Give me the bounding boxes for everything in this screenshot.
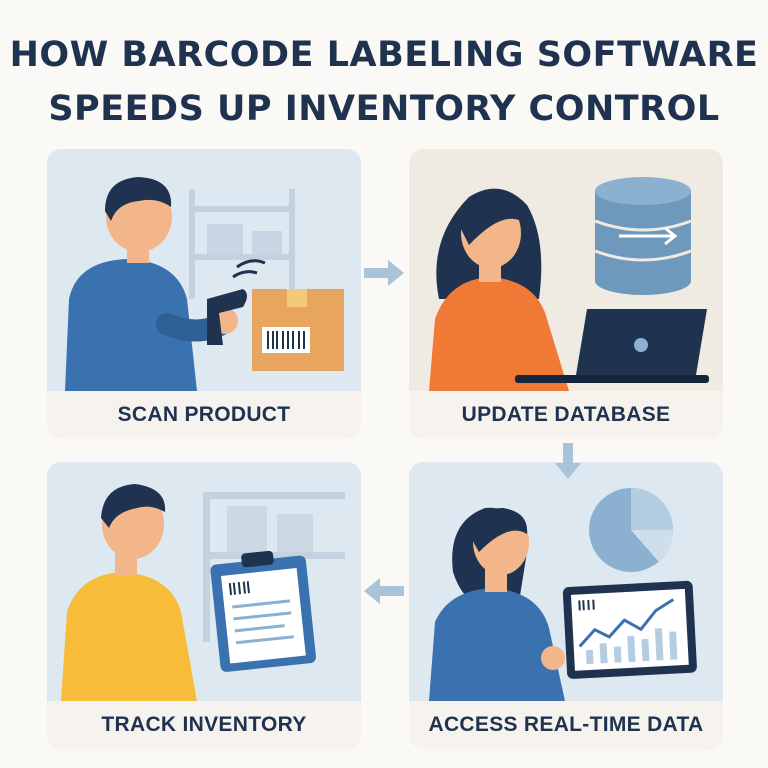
chart-tablet-icon [562, 580, 697, 679]
step-label-track-inventory: TRACK INVENTORY [47, 701, 361, 749]
step-panel-access-real-time-data: ACCESS REAL-TIME DATA [409, 462, 723, 749]
step-panel-update-database: UPDATE DATABASE [409, 149, 723, 439]
arrow-left-icon [364, 578, 404, 604]
step-label-access-real-time-data: ACCESS REAL-TIME DATA [409, 701, 723, 749]
person-tracking [61, 484, 256, 701]
pie-chart-icon [589, 488, 674, 572]
shelf-icon [189, 189, 295, 299]
person-typing [429, 188, 569, 391]
track-inventory-illustration [61, 484, 345, 701]
person-analyzing [429, 507, 565, 701]
database-icon [594, 177, 692, 295]
step-label-scan-product: SCAN PRODUCT [47, 391, 361, 439]
clipboard-icon [210, 550, 316, 672]
access-real-time-data-illustration [429, 488, 697, 701]
step-label-update-database: UPDATE DATABASE [409, 391, 723, 439]
step-panel-scan-product: SCAN PRODUCT [47, 149, 361, 439]
barcode-scanner-icon [207, 259, 266, 345]
step-panel-track-inventory: TRACK INVENTORY [47, 462, 361, 749]
laptop-icon [515, 309, 709, 383]
arrow-down-icon [555, 443, 581, 479]
title-line-1: HOW BARCODE LABELING SOFTWARE [9, 35, 759, 75]
box-icon [252, 289, 344, 371]
update-database-illustration [429, 177, 709, 391]
page-title: HOW BARCODE LABELING SOFTWARE SPEEDS UP … [0, 28, 768, 136]
title-line-2: SPEEDS UP INVENTORY CONTROL [48, 89, 720, 129]
scan-product-illustration [65, 177, 344, 391]
arrow-right-icon [364, 260, 404, 286]
